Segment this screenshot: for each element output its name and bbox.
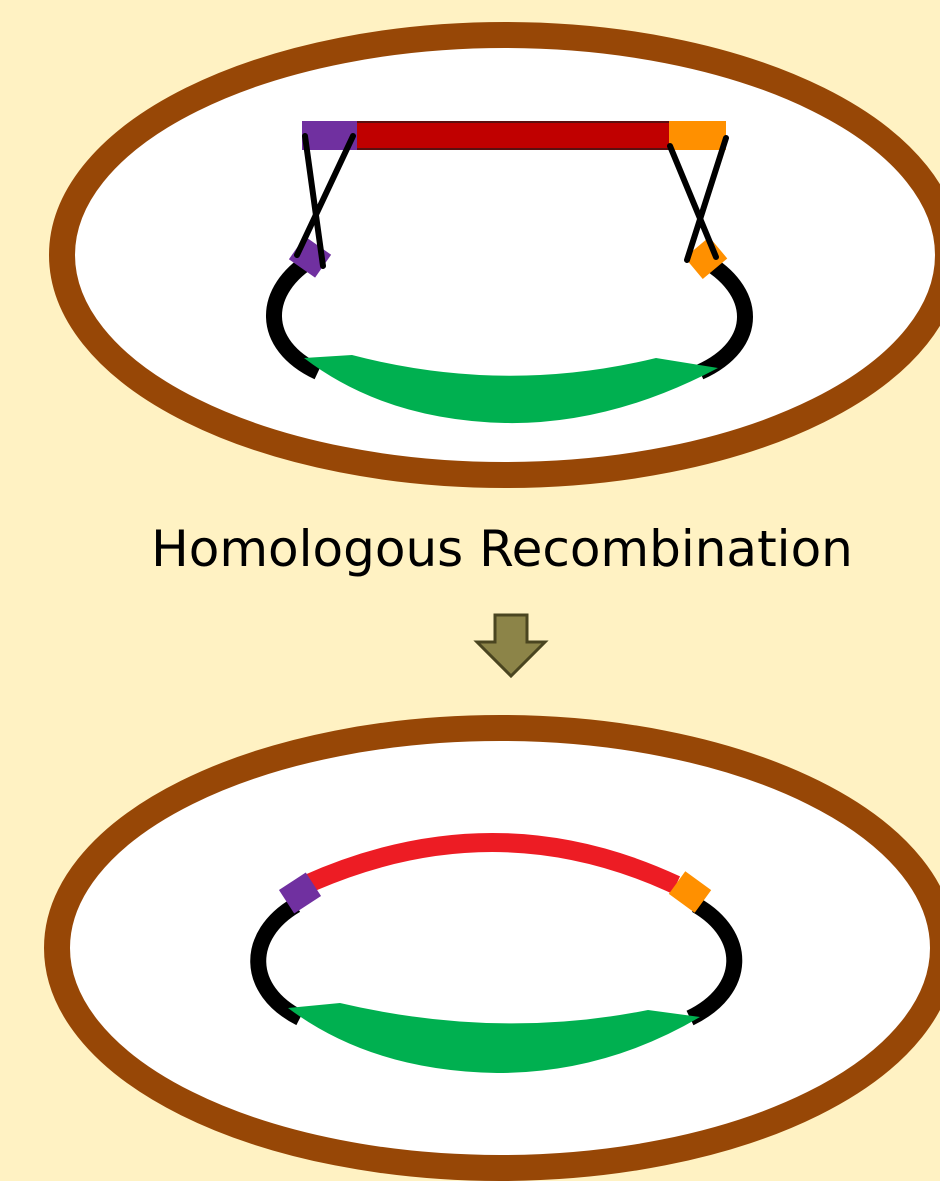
cell-before <box>62 35 940 475</box>
homology-arm-right <box>669 121 726 150</box>
donor-insert <box>355 122 671 149</box>
donor-dna <box>302 121 726 150</box>
cell-after <box>57 728 940 1168</box>
process-caption: Homologous Recombination <box>0 514 940 584</box>
cell-membrane <box>57 728 940 1168</box>
down-arrow-icon <box>477 615 545 676</box>
